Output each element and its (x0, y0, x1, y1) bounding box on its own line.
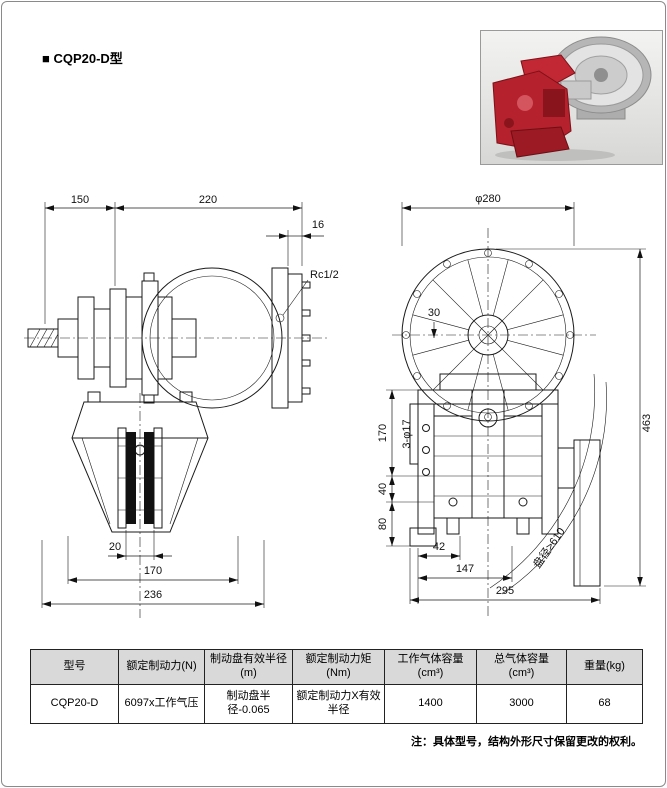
cell-braking-torque: 额定制动力X有效 半径 (292, 684, 385, 724)
mount-hole (422, 424, 430, 432)
dim-label-170-right: 170 (377, 424, 389, 442)
dim-label-rc12: Rc1/2 (310, 269, 339, 281)
right-view-drawing: 盘径≥610 φ280 463 30 170 40 80 (377, 193, 653, 616)
dim-label-147: 147 (456, 563, 474, 575)
cell-model: CQP20-D (30, 684, 119, 724)
dim-label-disc-diameter: 盘径≥610 (530, 525, 568, 571)
col-header-working-gas-volume: 工作气体容量 (cm³) (384, 649, 477, 685)
dim-label-236: 236 (144, 589, 162, 601)
mount-hole (422, 446, 430, 454)
cell-working-gas-volume: 1400 (384, 684, 477, 724)
brake-caliper (492, 54, 592, 158)
dim-label-295: 295 (496, 585, 514, 597)
dim-label-80: 80 (377, 518, 389, 530)
dim-label-30: 30 (428, 307, 440, 319)
dim-label-20: 20 (109, 541, 121, 553)
brake-photo-illustration (492, 36, 652, 161)
dim-label-463: 463 (641, 414, 653, 432)
col-header-effective-radius: 制动盘有效半径 (m) (204, 649, 293, 685)
col-header-weight: 重量(kg) (566, 649, 643, 685)
left-view-drawing: Rc1/2 150 220 (24, 194, 339, 618)
dim-label-3phi17: 3-φ17 (401, 419, 413, 448)
dim-label-16: 16 (312, 219, 324, 231)
dim-label-phi280: φ280 (475, 193, 501, 205)
page-title: ■ CQP20-D型 (42, 51, 123, 66)
cell-rated-braking-force: 6097x工作气压 (118, 684, 205, 724)
dim-label-220: 220 (199, 194, 217, 206)
cell-total-gas-volume: 3000 (476, 684, 567, 724)
dim-label-42: 42 (433, 541, 445, 553)
col-header-braking-torque: 额定制动力矩 (Nm) (292, 649, 385, 685)
dim-label-170-left: 170 (144, 565, 162, 577)
spec-table: 型号 额定制动力(N) 制动盘有效半径 (m) 额定制动力矩 (Nm) 工作气体… (30, 649, 643, 724)
col-header-total-gas-volume: 总气体容量 (cm³) (476, 649, 567, 685)
spec-table-data-row: CQP20-D 6097x工作气压 制动盘半径-0.065 额定制动力X有效 半… (30, 684, 643, 724)
dim-label-40: 40 (377, 483, 389, 495)
cell-effective-radius: 制动盘半径-0.065 (204, 684, 293, 724)
dim-label-150: 150 (71, 194, 89, 206)
technical-drawings: Rc1/2 150 220 (24, 193, 653, 618)
cell-weight: 68 (566, 684, 643, 724)
spec-table-header-row: 型号 额定制动力(N) 制动盘有效半径 (m) 额定制动力矩 (Nm) 工作气体… (30, 649, 643, 685)
mount-hole (422, 468, 430, 476)
footnote: 注：具体型号，结构外形尺寸保留更改的权利。 (411, 736, 642, 748)
air-port (275, 313, 285, 323)
col-header-rated-braking-force: 额定制动力(N) (118, 649, 205, 685)
col-header-model: 型号 (30, 649, 119, 685)
product-photo (480, 30, 663, 165)
